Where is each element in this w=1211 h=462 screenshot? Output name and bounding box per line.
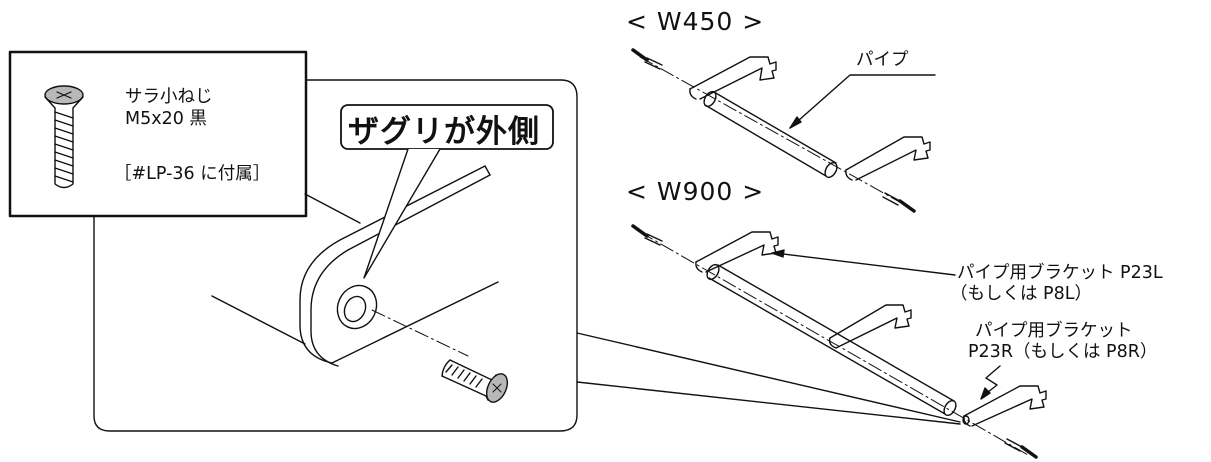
screw-parts-box — [8, 50, 308, 218]
w450-axis — [639, 56, 906, 206]
zoom-line-upper — [576, 332, 961, 423]
w450-left-bracket — [689, 56, 777, 100]
w450-right-screw — [882, 192, 916, 213]
w900-title: < W900 > — [626, 177, 765, 206]
pipe-label: パイプ — [856, 50, 909, 70]
screw-name-line1: サラ小ねじ — [125, 87, 213, 107]
left-bracket-label-line2: （もしくは P8L） — [950, 284, 1092, 304]
left-bracket-label-line1: パイプ用ブラケット P23L — [957, 263, 1163, 283]
w450-left-screw — [631, 48, 663, 70]
detail-panel — [93, 79, 578, 432]
callout-leader — [363, 148, 441, 279]
w900-pipe — [706, 263, 957, 417]
zoom-line-lower — [576, 381, 961, 425]
w900-right-screw — [1004, 438, 1038, 459]
bracket-plate-closeup — [211, 165, 499, 367]
w900-middle-bracket — [828, 304, 912, 349]
w900-assembly — [631, 224, 1047, 459]
w900-left-screw — [631, 224, 663, 246]
screw-note: ［#LP-36 に付属］ — [114, 164, 271, 184]
right-bracket-leader — [982, 365, 1001, 397]
left-bracket-leader — [774, 252, 956, 276]
w450-right-bracket — [845, 136, 931, 181]
w450-pipe — [703, 90, 838, 179]
screw-icon — [44, 85, 84, 189]
right-bracket-label-line1: パイプ用ブラケット — [975, 321, 1133, 341]
callout-text: ザグリが外側 — [348, 114, 540, 150]
screw-name-line2: M5x20 黒 — [125, 109, 207, 129]
pipe-label-leader — [789, 74, 936, 129]
right-bracket-label-line2: P23R（もしくは P8R） — [968, 342, 1158, 362]
w450-title: < W450 > — [626, 7, 765, 36]
screw-closeup — [441, 359, 509, 403]
counterbore-hole — [336, 284, 378, 330]
callout-box — [340, 104, 554, 150]
w900-right-bracket — [962, 385, 1047, 427]
screw-axis-closeup — [371, 309, 469, 357]
w900-left-bracket — [695, 231, 779, 273]
w450-assembly — [631, 48, 931, 213]
